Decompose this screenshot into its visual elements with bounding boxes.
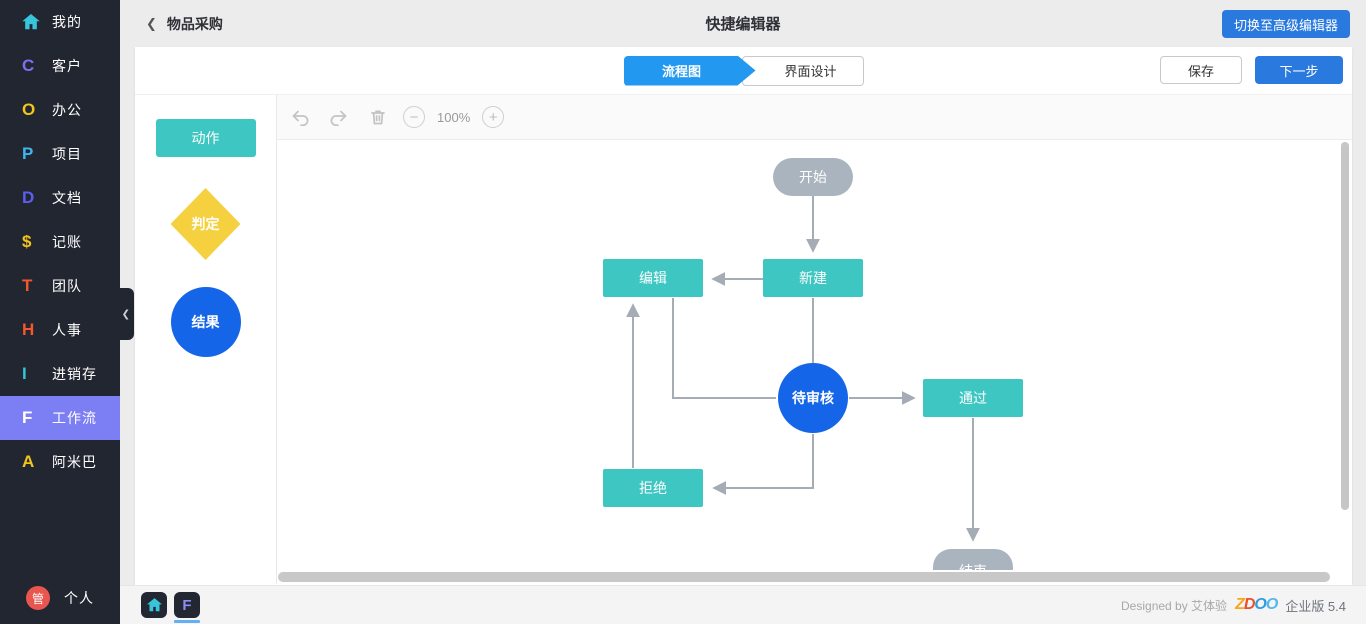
sidebar-item-office[interactable]: O 办公 (22, 100, 82, 119)
sidebar: 我的 C 客户 O 办公 P 项目 D 文档 $ 记账 T 团队 H 人事 I … (0, 0, 134, 624)
sidebar-item-doc[interactable]: D 文档 (22, 188, 82, 207)
editor-card: 界面设计 流程图 保存 下一步 动作 判定 结果 (135, 47, 1352, 585)
sidebar-item-project[interactable]: P 项目 (22, 144, 82, 163)
project-icon: P (22, 144, 34, 163)
switch-advanced-editor-button[interactable]: 切换至高级编辑器 (1221, 10, 1350, 38)
sidebar-item-workflow[interactable]: F 工作流 (0, 396, 120, 440)
chevron-left-icon: ❮ (121, 308, 130, 320)
sidebar-item-customer[interactable]: C 客户 (22, 56, 82, 75)
horizontal-scrollbar-thumb[interactable] (278, 572, 1330, 582)
taskbar-icons: F (141, 592, 200, 623)
undo-icon[interactable] (286, 103, 314, 131)
tab-row: 界面设计 流程图 保存 下一步 (135, 47, 1352, 95)
sidebar-user[interactable]: 管 个人 (0, 572, 120, 624)
canvas-toolbar: − 100% + (277, 95, 1352, 140)
edge-pending-reject (712, 434, 814, 495)
zoom-out-icon[interactable]: − (403, 106, 425, 128)
inventory-icon: I (22, 364, 27, 383)
edge-edit-pending (672, 298, 776, 399)
taskbar-home-icon[interactable] (141, 592, 167, 618)
sidebar-item-accounting[interactable]: $ 记账 (22, 232, 82, 251)
node-pass[interactable]: 通过 (923, 379, 1023, 417)
redo-icon[interactable] (325, 103, 353, 131)
palette-shape-action[interactable]: 动作 (155, 119, 256, 157)
workflow-icon: F (22, 408, 33, 427)
customer-icon: C (22, 56, 35, 75)
sidebar-collapse-handle[interactable]: ❮ (114, 288, 134, 340)
node-edit[interactable]: 编辑 (603, 259, 703, 297)
vertical-scrollbar-thumb[interactable] (1341, 142, 1349, 510)
office-icon: O (22, 100, 36, 119)
palette-shape-result[interactable]: 结果 (170, 287, 241, 357)
main-area: ❮ 物品采购 快捷编辑器 切换至高级编辑器 界面设计 流程图 保存 下一步 动作… (120, 0, 1366, 624)
flowchart-edges (626, 196, 980, 542)
top-header: ❮ 物品采购 快捷编辑器 切换至高级编辑器 (120, 0, 1366, 47)
doc-icon: D (22, 188, 35, 207)
page-title: 快捷编辑器 (705, 16, 781, 33)
save-button[interactable]: 保存 (1160, 56, 1242, 84)
step-tabs: 界面设计 流程图 (623, 55, 864, 86)
team-icon: T (22, 276, 33, 295)
sidebar-item-hr[interactable]: H 人事 (22, 320, 82, 339)
avatar: 管 (26, 586, 50, 610)
workspace: 动作 判定 结果 − 100% + (135, 95, 1352, 584)
sidebar-item-my[interactable]: 我的 (0, 0, 120, 44)
edition-text: 企业版 5.4 (1285, 598, 1346, 614)
taskbar-workflow-icon[interactable]: F (174, 592, 200, 623)
node-start[interactable]: 开始 (773, 158, 853, 196)
back-icon[interactable]: ❮ (146, 15, 157, 31)
node-create[interactable]: 新建 (763, 259, 863, 297)
canvas-area: − 100% + (277, 95, 1352, 584)
zoom-in-icon[interactable]: + (482, 106, 505, 128)
tab-actions: 保存 下一步 (1160, 56, 1343, 84)
node-pending[interactable]: 待审核 (778, 363, 848, 433)
breadcrumb[interactable]: 物品采购 (166, 15, 223, 32)
amoeba-icon: A (22, 452, 35, 471)
home-icon (22, 14, 52, 30)
zoom-level: 100% (437, 109, 471, 125)
next-button[interactable]: 下一步 (1255, 56, 1343, 84)
delete-icon[interactable] (364, 103, 392, 131)
tab-ui-design[interactable]: 界面设计 (741, 55, 864, 86)
tab-flowchart[interactable]: 流程图 (623, 55, 756, 86)
designed-by-text: Designed by 艾体验 (1121, 598, 1228, 613)
active-task-indicator (174, 620, 200, 623)
hr-icon: H (22, 320, 35, 339)
horizontal-scrollbar (277, 570, 1352, 584)
sidebar-item-inventory[interactable]: I 进销存 (22, 364, 97, 383)
sidebar-item-amoeba[interactable]: A 阿米巴 (22, 452, 97, 471)
accounting-icon: $ (22, 232, 32, 251)
palette-shape-decision[interactable]: 判定 (170, 188, 241, 260)
flowchart-canvas[interactable]: 开始 编辑 新建 待审核 通过 拒绝 结束 (277, 140, 1352, 570)
sidebar-item-team[interactable]: T 团队 (22, 276, 82, 295)
node-reject[interactable]: 拒绝 (603, 469, 703, 507)
shape-palette: 动作 判定 结果 (135, 95, 277, 584)
node-end[interactable]: 结束 (933, 549, 1013, 570)
